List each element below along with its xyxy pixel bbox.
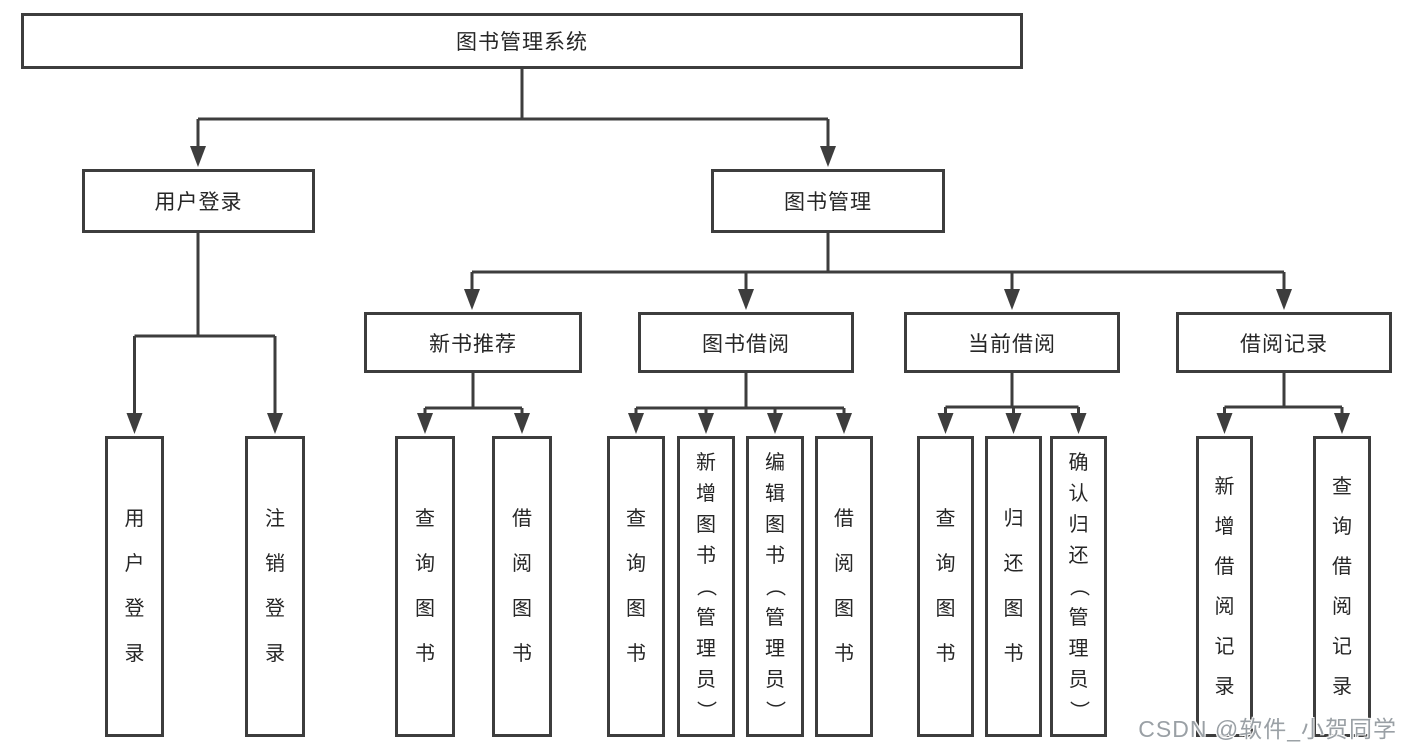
node-leaf-borrow-query: 查询图书 (607, 436, 665, 737)
node-leaf-borrow-borrow: 借阅图书 (815, 436, 873, 737)
node-book-management: 图书管理 (711, 169, 945, 233)
node-new-book-recommend: 新书推荐 (364, 312, 582, 373)
node-leaf-user-login: 用户登录 (105, 436, 164, 737)
node-leaf-current-return: 归还图书 (985, 436, 1042, 737)
node-leaf-borrow-add-admin: 新增图书（管理员） (677, 436, 735, 737)
node-borrow-records: 借阅记录 (1176, 312, 1392, 373)
node-user-login: 用户登录 (82, 169, 315, 233)
node-leaf-newbook-query: 查询图书 (395, 436, 455, 737)
node-book-borrow: 图书借阅 (638, 312, 854, 373)
arrow-heads (126, 146, 1350, 434)
node-leaf-borrow-edit-admin: 编辑图书（管理员） (746, 436, 804, 737)
node-leaf-records-query: 查询借阅记录 (1313, 436, 1371, 737)
watermark-text: CSDN @软件_小贺同学 (1138, 716, 1397, 742)
node-leaf-current-query: 查询图书 (917, 436, 974, 737)
node-leaf-newbook-borrow: 借阅图书 (492, 436, 552, 737)
node-leaf-logout: 注销登录 (245, 436, 305, 737)
node-root-system: 图书管理系统 (21, 13, 1023, 69)
node-leaf-current-confirm-admin: 确认归还（管理员） (1050, 436, 1107, 737)
node-current-borrow: 当前借阅 (904, 312, 1120, 373)
node-leaf-records-add: 新增借阅记录 (1196, 436, 1253, 737)
